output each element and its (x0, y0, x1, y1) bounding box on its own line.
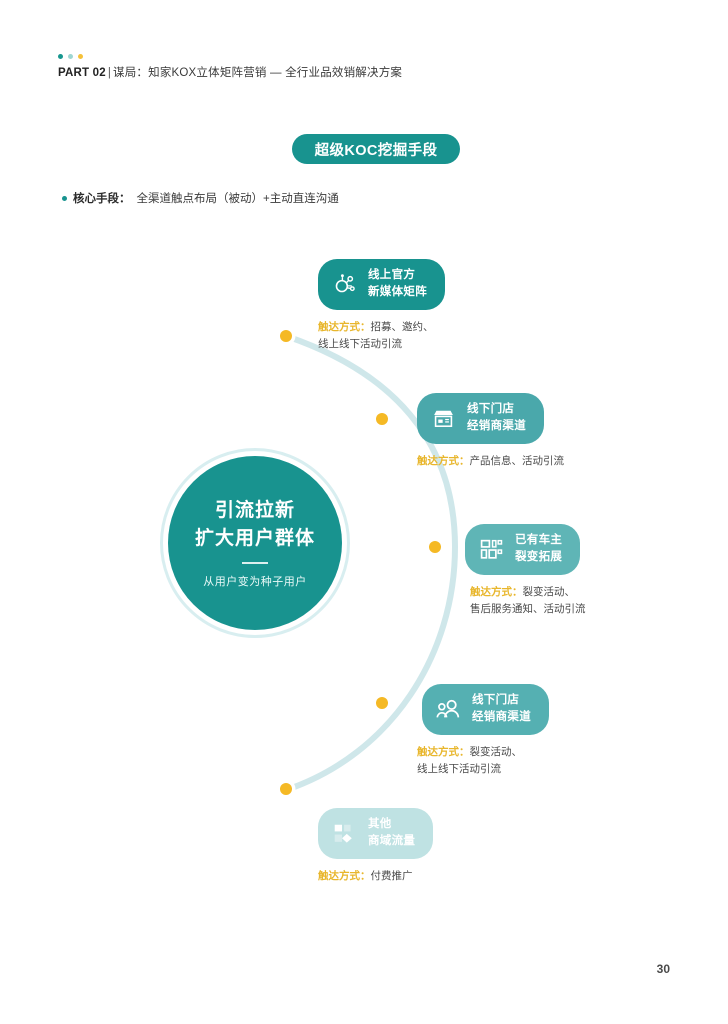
desc-text2: 售后服务通知、活动引流 (470, 602, 586, 615)
shapes-icon (334, 824, 352, 843)
page-header: PART 02|谋局：知家KOX立体矩阵营销 — 全行业品效销解决方案 (58, 54, 402, 80)
desc-label: 触达方式： (417, 454, 470, 467)
dot-1 (280, 330, 292, 342)
card-title-line1: 线下门店 (472, 694, 520, 706)
hub-outer-ring (160, 448, 350, 638)
node-offline-store-people: 线下门店 经销商渠道 触达方式：裂变活动、 线上线下活动引流 (417, 684, 549, 778)
desc-label: 触达方式： (417, 745, 470, 758)
card-offline-store-dealer[interactable]: 线下门店 经销商渠道 (417, 393, 544, 444)
node-offline-store-dealer: 线下门店 经销商渠道 触达方式：产品信息、活动引流 (417, 393, 564, 470)
desc-text1: 裂变活动、 (469, 745, 523, 758)
desc-line1: 触达方式：裂变活动、 (470, 584, 586, 601)
dot-2 (376, 413, 388, 425)
desc-text2: 线上线下活动引流 (318, 337, 402, 350)
people-icon (436, 699, 460, 718)
card-title-line2: 经销商渠道 (467, 420, 526, 433)
desc-text2: 线上线下活动引流 (417, 762, 501, 775)
page-number: 30 (656, 962, 670, 976)
card-title-line1: 线上官方 (368, 269, 416, 281)
grid-blocks-icon (480, 539, 503, 559)
desc-existing-owners: 触达方式：裂变活动、 售后服务通知、活动引流 (470, 584, 586, 618)
card-title-line1: 已有车主 (515, 534, 563, 546)
node-existing-owners: 已有车主 裂变拓展 触达方式：裂变活动、 售后服务通知、活动引流 (465, 524, 586, 618)
card-label: 其他 商域流量 (368, 816, 415, 851)
page-title: 超级KOC挖掘手段 (292, 134, 460, 164)
desc-label: 触达方式： (470, 585, 523, 598)
card-title-line2: 经销商渠道 (472, 711, 531, 724)
hub-subtitle: 从用户变为种子用户 (203, 576, 307, 589)
header-dot-1 (58, 54, 63, 59)
dot-ring-4 (372, 693, 392, 713)
dot-ring-2 (372, 409, 392, 429)
breadcrumb-separator: | (107, 67, 112, 79)
desc-line1: 触达方式：付费推广 (318, 868, 433, 885)
central-hub: 引流拉新 扩大用户群体 从用户变为种子用户 (160, 448, 350, 638)
bullet-dot-icon (62, 195, 67, 201)
dot-4 (376, 697, 388, 709)
breadcrumb-text: 谋局：知家KOX立体矩阵营销 — 全行业品效销解决方案 (113, 67, 403, 79)
storefront-icon (434, 410, 453, 427)
hub-title-line2: 扩大用户群体 (194, 527, 315, 549)
core-method-label: 核心手段： (73, 193, 131, 205)
network-node-icon (335, 273, 355, 293)
header-dot-3 (78, 54, 83, 59)
core-method-line: 核心手段： 全渠道触点布局（被动）+主动直连沟通 (62, 190, 339, 206)
card-title-line1: 其他 (368, 818, 392, 830)
card-title-line2: 裂变拓展 (515, 551, 563, 564)
dot-3 (429, 541, 441, 553)
card-offline-store-people[interactable]: 线下门店 经销商渠道 (422, 684, 549, 735)
card-label: 线下门店 经销商渠道 (467, 401, 526, 436)
desc-online-official: 触达方式：招募、邀约、 线上线下活动引流 (318, 319, 445, 353)
desc-other-commercial-traffic: 触达方式：付费推广 (318, 868, 433, 885)
card-online-official[interactable]: 线上官方 新媒体矩阵 (318, 259, 445, 310)
card-label: 线上官方 新媒体矩阵 (368, 267, 427, 302)
node-online-official: 线上官方 新媒体矩阵 触达方式：招募、邀约、 线上线下活动引流 (318, 259, 445, 353)
header-dot-group (58, 54, 402, 59)
desc-text1: 产品信息、活动引流 (469, 454, 565, 467)
desc-text1: 付费推广 (370, 869, 413, 882)
page-title-label: 超级KOC挖掘手段 (314, 142, 438, 159)
hub-circle: 引流拉新 扩大用户群体 从用户变为种子用户 (168, 456, 342, 630)
card-title-line2: 新媒体矩阵 (368, 286, 427, 299)
header-dot-2 (68, 54, 73, 59)
desc-line1: 触达方式：裂变活动、 (417, 744, 549, 761)
hub-title-line1: 引流拉新 (214, 499, 295, 521)
breadcrumb: PART 02|谋局：知家KOX立体矩阵营销 — 全行业品效销解决方案 (58, 64, 402, 80)
desc-text1: 招募、邀约、 (370, 320, 434, 333)
hub-divider (242, 562, 268, 565)
breadcrumb-part: PART 02 (58, 67, 106, 79)
node-other-commercial-traffic: 其他 商域流量 触达方式：付费推广 (318, 808, 434, 885)
dot-ring-3 (425, 537, 445, 557)
desc-line1: 触达方式：招募、邀约、 (318, 319, 445, 336)
desc-text1: 裂变活动、 (522, 585, 576, 598)
desc-line1: 触达方式：产品信息、活动引流 (417, 453, 564, 470)
card-other-commercial-traffic[interactable]: 其他 商域流量 (318, 808, 434, 859)
card-existing-owners[interactable]: 已有车主 裂变拓展 (465, 524, 581, 575)
desc-label: 触达方式： (318, 320, 371, 333)
card-label: 线下门店 经销商渠道 (472, 692, 531, 727)
desc-offline-store-people: 触达方式：裂变活动、 线上线下活动引流 (417, 744, 549, 778)
desc-offline-store-dealer: 触达方式：产品信息、活动引流 (417, 453, 564, 470)
dot-ring-5 (276, 779, 296, 799)
card-title-line1: 线下门店 (467, 403, 515, 415)
core-method-text: 全渠道触点布局（被动）+主动直连沟通 (136, 193, 339, 205)
dot-5 (280, 783, 292, 795)
card-label: 已有车主 裂变拓展 (515, 532, 562, 567)
desc-label: 触达方式： (318, 869, 371, 882)
dot-ring-1 (276, 326, 296, 346)
card-title-line2: 商域流量 (368, 835, 416, 848)
